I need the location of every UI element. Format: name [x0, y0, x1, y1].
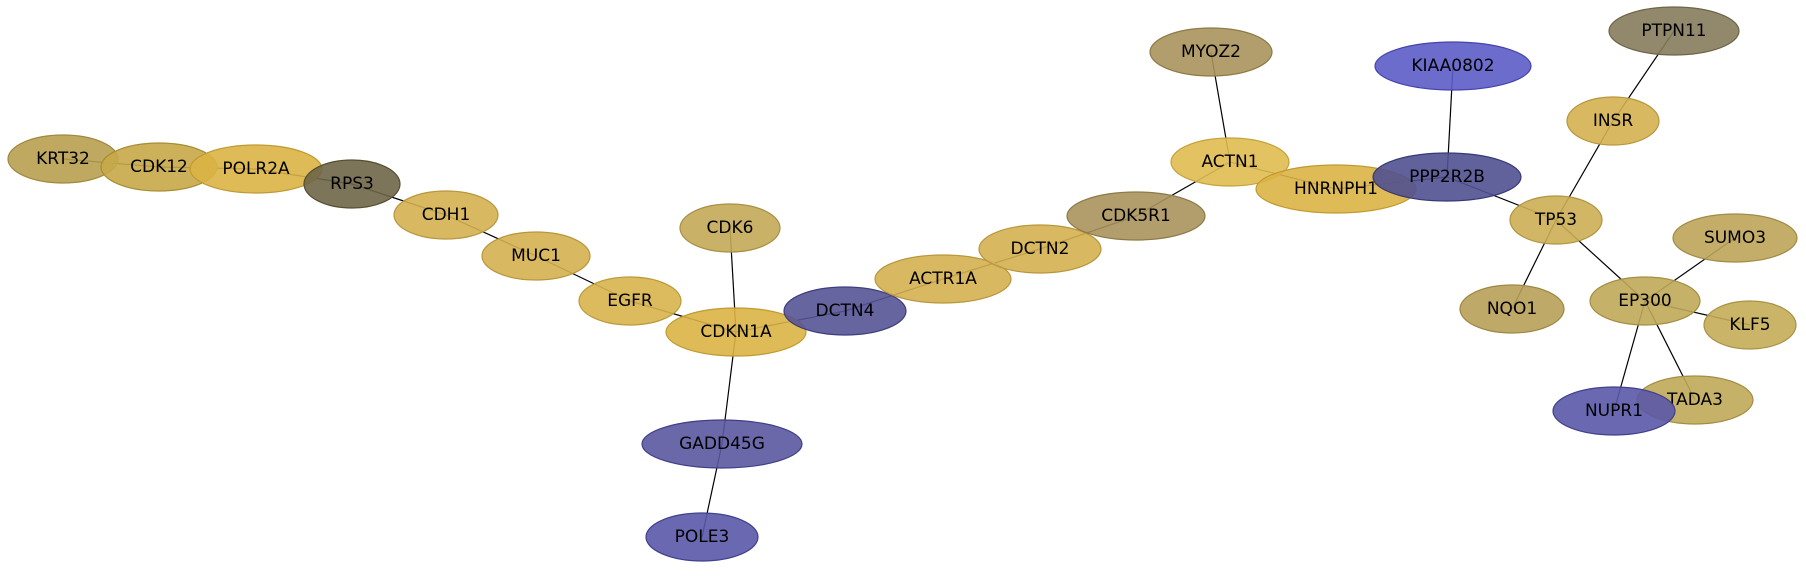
node-ellipse — [1066, 191, 1206, 241]
node-kiaa0802[interactable]: KIAA0802 — [1374, 41, 1532, 91]
node-actn1[interactable]: ACTN1 — [1170, 137, 1290, 187]
node-ppp2r2b[interactable]: PPP2R2B — [1372, 152, 1522, 202]
node-ellipse — [1566, 96, 1660, 146]
node-label: POLR2A — [222, 159, 290, 179]
node-ellipse — [874, 254, 1012, 304]
node-nqo1[interactable]: NQO1 — [1459, 284, 1565, 334]
node-label: SUMO3 — [1704, 228, 1766, 248]
node-label: PTPN11 — [1641, 21, 1706, 41]
node-label: KIAA0802 — [1411, 56, 1494, 76]
node-label: KRT32 — [36, 149, 90, 169]
node-label: TADA3 — [1666, 390, 1723, 410]
node-nupr1[interactable]: NUPR1 — [1552, 386, 1676, 436]
node-ellipse — [481, 231, 591, 281]
node-label: EGFR — [607, 291, 653, 311]
node-label: RPS3 — [330, 174, 374, 194]
node-pole3[interactable]: POLE3 — [645, 512, 759, 562]
node-label: PPP2R2B — [1409, 167, 1485, 187]
node-dctn4[interactable]: DCTN4 — [783, 286, 907, 336]
node-ellipse — [1552, 386, 1676, 436]
node-label: CDH1 — [422, 205, 471, 225]
node-label: GADD45G — [679, 434, 765, 454]
node-label: CDK12 — [130, 157, 188, 177]
node-label: MYOZ2 — [1181, 42, 1241, 62]
node-rps3[interactable]: RPS3 — [303, 159, 401, 209]
node-ellipse — [1509, 195, 1603, 245]
node-label: NUPR1 — [1585, 401, 1643, 421]
node-muc1[interactable]: MUC1 — [481, 231, 591, 281]
node-ellipse — [641, 419, 803, 469]
node-sumo3[interactable]: SUMO3 — [1672, 213, 1798, 263]
node-cdk5r1[interactable]: CDK5R1 — [1066, 191, 1206, 241]
node-ellipse — [1703, 300, 1797, 350]
node-ellipse — [1372, 152, 1522, 202]
node-label: HNRNPH1 — [1294, 179, 1378, 199]
node-ptpn11[interactable]: PTPN11 — [1608, 6, 1740, 56]
node-ellipse — [578, 276, 682, 326]
node-cdkn1a[interactable]: CDKN1A — [665, 307, 807, 357]
node-label: INSR — [1593, 111, 1634, 131]
node-label: CDKN1A — [700, 322, 772, 342]
node-insr[interactable]: INSR — [1566, 96, 1660, 146]
node-ellipse — [978, 224, 1102, 274]
node-ellipse — [1672, 213, 1798, 263]
node-ellipse — [1374, 41, 1532, 91]
node-gadd45g[interactable]: GADD45G — [641, 419, 803, 469]
node-ellipse — [1459, 284, 1565, 334]
node-label: CDK6 — [707, 218, 754, 238]
node-label: NQO1 — [1487, 299, 1537, 319]
node-ellipse — [1149, 27, 1273, 77]
node-label: ACTR1A — [909, 269, 977, 289]
node-dctn2[interactable]: DCTN2 — [978, 224, 1102, 274]
node-label: TP53 — [1534, 210, 1577, 230]
node-label: ACTN1 — [1201, 152, 1258, 172]
node-egfr[interactable]: EGFR — [578, 276, 682, 326]
node-polr2a[interactable]: POLR2A — [189, 144, 323, 194]
node-cdh1[interactable]: CDH1 — [393, 190, 499, 240]
node-myoz2[interactable]: MYOZ2 — [1149, 27, 1273, 77]
node-label: EP300 — [1618, 291, 1671, 311]
node-ellipse — [303, 159, 401, 209]
node-label: KLF5 — [1729, 315, 1770, 335]
node-actr1a[interactable]: ACTR1A — [874, 254, 1012, 304]
node-ellipse — [1589, 276, 1701, 326]
node-label: CDK5R1 — [1101, 206, 1171, 226]
node-ellipse — [645, 512, 759, 562]
node-label: DCTN4 — [816, 301, 875, 321]
node-ellipse — [1170, 137, 1290, 187]
node-cdk6[interactable]: CDK6 — [679, 203, 781, 253]
node-ep300[interactable]: EP300 — [1589, 276, 1701, 326]
node-ellipse — [665, 307, 807, 357]
node-label: DCTN2 — [1011, 239, 1070, 259]
node-label: MUC1 — [511, 246, 561, 266]
node-label: POLE3 — [675, 527, 730, 547]
node-tp53[interactable]: TP53 — [1509, 195, 1603, 245]
node-ellipse — [1608, 6, 1740, 56]
node-klf5[interactable]: KLF5 — [1703, 300, 1797, 350]
node-ellipse — [393, 190, 499, 240]
node-ellipse — [783, 286, 907, 336]
node-ellipse — [679, 203, 781, 253]
node-krt32[interactable]: KRT32 — [7, 134, 119, 184]
node-cdk12[interactable]: CDK12 — [100, 142, 218, 192]
